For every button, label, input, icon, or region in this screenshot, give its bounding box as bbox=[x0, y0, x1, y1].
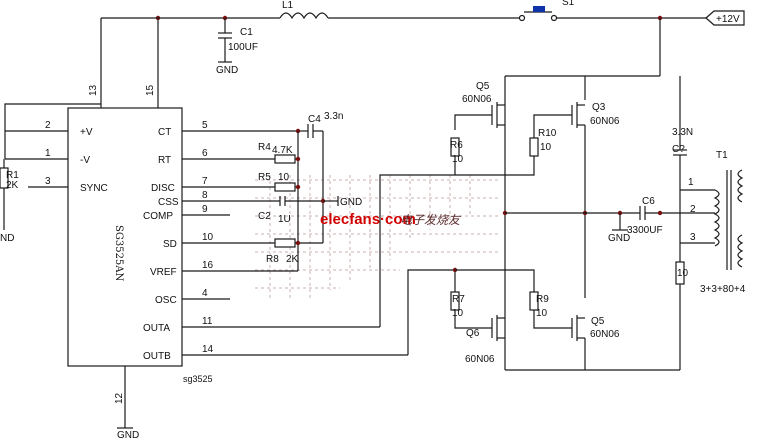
svg-text:+12V: +12V bbox=[716, 14, 740, 25]
svg-text:2K: 2K bbox=[6, 180, 19, 191]
svg-text:Q3: Q3 bbox=[592, 102, 606, 113]
svg-text:10: 10 bbox=[536, 308, 548, 319]
h-bridge: Q5 60N06 R6 10 Q3 60N06 R10 10 GND Q6 bbox=[379, 18, 680, 371]
svg-text:6: 6 bbox=[202, 148, 208, 159]
svg-text:10: 10 bbox=[278, 172, 290, 183]
svg-text:R9: R9 bbox=[536, 294, 549, 305]
ic-bottom-pin: 12 GND bbox=[114, 366, 139, 439]
ic-top-pins: 13 15 bbox=[4, 15, 161, 159]
watermark-cn: 电子发烧友 bbox=[400, 213, 462, 227]
ic-body bbox=[67, 107, 183, 367]
watermark-site: elecfans·com bbox=[320, 211, 416, 228]
svg-text:R6: R6 bbox=[450, 140, 463, 151]
svg-text:C4: C4 bbox=[308, 114, 321, 125]
svg-text:R7: R7 bbox=[452, 294, 465, 305]
svg-text:60N06: 60N06 bbox=[590, 116, 620, 127]
svg-text:13: 13 bbox=[88, 84, 99, 96]
svg-text:3.3n: 3.3n bbox=[324, 111, 343, 122]
svg-text:14: 14 bbox=[202, 344, 214, 355]
svg-text:4: 4 bbox=[202, 288, 208, 299]
svg-text:R8: R8 bbox=[266, 254, 279, 265]
svg-text:8: 8 bbox=[202, 190, 208, 201]
svg-text:CT: CT bbox=[158, 127, 171, 138]
svg-text:R10: R10 bbox=[538, 128, 557, 139]
pin-name-vminus: -V bbox=[80, 155, 90, 166]
watermark-grid bbox=[255, 175, 500, 300]
svg-text:Q5: Q5 bbox=[591, 316, 605, 327]
svg-text:Q6: Q6 bbox=[466, 328, 480, 339]
pin-num-1: 1 bbox=[45, 148, 51, 159]
svg-text:1U: 1U bbox=[278, 214, 291, 225]
pin-num-3: 3 bbox=[45, 176, 51, 187]
output-stage: C6 3300UF 3.3N C? 10 T1 1 2 3 3+3+80+4 bbox=[627, 76, 746, 370]
svg-text:9: 9 bbox=[202, 204, 208, 215]
svg-text:2K: 2K bbox=[286, 254, 299, 265]
svg-text:ND: ND bbox=[0, 233, 14, 244]
svg-text:C2: C2 bbox=[258, 211, 271, 222]
svg-text:60N06: 60N06 bbox=[465, 354, 495, 365]
svg-text:11: 11 bbox=[202, 316, 213, 327]
svg-text:DISC: DISC bbox=[151, 183, 175, 194]
watermark: elecfans·com 电子发烧友 bbox=[320, 211, 462, 228]
svg-text:GND: GND bbox=[117, 430, 139, 439]
supply-rail: L1 S1 +12V C1 100UF GND bbox=[101, 0, 745, 76]
svg-text:3.3N: 3.3N bbox=[672, 127, 693, 138]
svg-text:OSC: OSC bbox=[155, 295, 177, 306]
pin-num-2: 2 bbox=[45, 120, 51, 131]
svg-text:GND: GND bbox=[216, 65, 238, 76]
svg-text:100UF: 100UF bbox=[228, 42, 258, 53]
svg-text:VREF: VREF bbox=[150, 267, 177, 278]
svg-text:7: 7 bbox=[202, 176, 208, 187]
svg-text:RT: RT bbox=[158, 155, 171, 166]
r1-resistor: R1 2K ND bbox=[0, 159, 19, 244]
svg-text:60N06: 60N06 bbox=[590, 329, 620, 340]
timing-network: C4 3.3n R4 4.7K R5 10 C2 1U GND R8 2K bbox=[235, 111, 362, 272]
svg-text:COMP: COMP bbox=[143, 211, 173, 222]
svg-text:10: 10 bbox=[452, 154, 464, 165]
svg-text:3: 3 bbox=[690, 232, 696, 243]
svg-text:16: 16 bbox=[202, 260, 214, 271]
svg-text:S1: S1 bbox=[562, 0, 575, 8]
svg-text:OUTA: OUTA bbox=[143, 323, 170, 334]
svg-text:60N06: 60N06 bbox=[462, 94, 492, 105]
svg-text:1: 1 bbox=[688, 177, 694, 188]
svg-text:R4: R4 bbox=[258, 142, 271, 153]
svg-text:CSS: CSS bbox=[158, 197, 179, 208]
svg-text:C?: C? bbox=[672, 144, 685, 155]
ic-caption: sg3525 bbox=[183, 374, 213, 384]
svg-text:T1: T1 bbox=[716, 150, 728, 161]
svg-text:2: 2 bbox=[690, 204, 696, 215]
svg-text:OUTB: OUTB bbox=[143, 351, 171, 362]
svg-text:10: 10 bbox=[540, 142, 552, 153]
svg-text:L1: L1 bbox=[282, 0, 294, 11]
pin-name-sync: SYNC bbox=[80, 183, 108, 194]
svg-text:10: 10 bbox=[677, 268, 689, 279]
pin-name-vplus: +V bbox=[80, 127, 93, 138]
ic-right-pins: CT 5 RT 6 DISC 7 CSS 8 COMP 9 SD 10 VREF… bbox=[143, 120, 408, 362]
svg-text:SD: SD bbox=[163, 239, 177, 250]
svg-text:15: 15 bbox=[145, 84, 156, 96]
svg-text:12: 12 bbox=[114, 392, 125, 404]
svg-text:10: 10 bbox=[452, 308, 464, 319]
svg-text:R5: R5 bbox=[258, 172, 271, 183]
svg-text:GND: GND bbox=[608, 233, 630, 244]
svg-text:5: 5 bbox=[202, 120, 208, 131]
svg-text:3300UF: 3300UF bbox=[627, 225, 663, 236]
svg-text:C1: C1 bbox=[240, 27, 253, 38]
svg-text:R1: R1 bbox=[6, 170, 19, 181]
svg-text:10: 10 bbox=[202, 232, 214, 243]
svg-text:GND: GND bbox=[340, 197, 362, 208]
ic-left-pins: +V 2 -V 1 SYNC 3 bbox=[5, 120, 108, 194]
svg-text:4.7K: 4.7K bbox=[272, 145, 293, 156]
ic-part-label: SG3525AN bbox=[113, 225, 124, 282]
svg-text:Q5: Q5 bbox=[476, 81, 490, 92]
svg-text:3+3+80+4: 3+3+80+4 bbox=[700, 284, 746, 295]
svg-text:C6: C6 bbox=[642, 196, 655, 207]
